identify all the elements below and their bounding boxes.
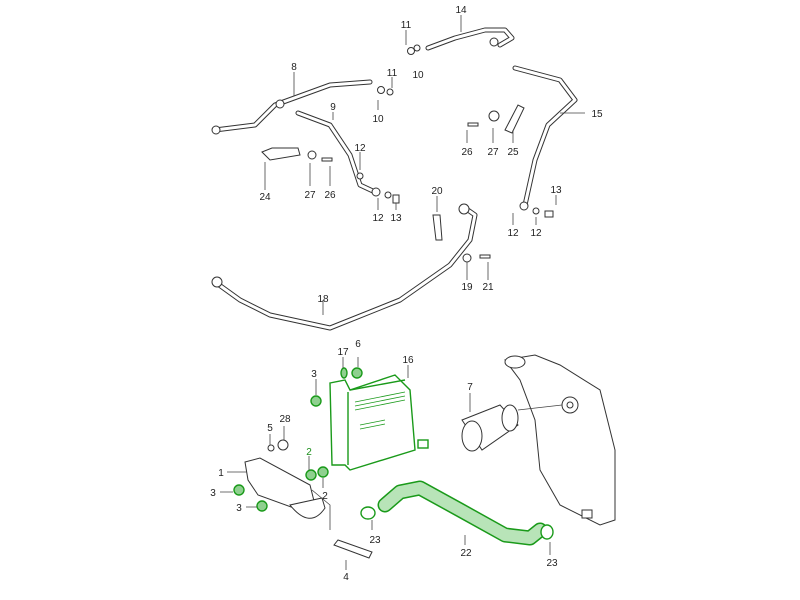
callout-2: 2 [322,491,328,502]
callout-17: 17 [337,347,349,358]
callout-15: 15 [591,109,603,120]
line-18 [211,203,478,331]
callout-11: 11 [387,68,398,79]
callout-3: 3 [311,369,317,380]
oil-cooler-16 [329,374,429,471]
callout-12: 12 [372,213,384,224]
line-9 [295,110,378,195]
callout-7: 7 [467,382,473,393]
filter-console-1 [244,439,331,530]
callout-25: 25 [507,147,519,158]
callout-6: 6 [355,339,361,350]
callout-13: 13 [550,185,562,196]
callout-9: 9 [330,102,336,113]
callout-10: 10 [372,114,384,125]
callout-5: 5 [267,423,273,434]
callout-12: 12 [507,228,519,239]
callout-8: 8 [291,62,297,73]
fittings [261,44,554,263]
callout-27: 27 [487,147,499,158]
callout-22: 22 [460,548,472,559]
line-15 [512,65,578,211]
hose-22 [360,480,554,546]
callout-18: 18 [317,294,329,305]
callout-12: 12 [354,143,366,154]
callout-20: 20 [431,186,443,197]
callout-11: 11 [401,20,412,31]
callout-21: 21 [482,282,494,293]
callout-26: 26 [461,147,473,158]
callout-4: 4 [343,572,349,583]
seals-highlighted [233,367,363,512]
callout-23: 23 [369,535,381,546]
callout-26: 26 [324,190,336,201]
callout-16: 16 [402,355,414,366]
callouts: 14 11 10 11 10 8 9 12 12 13 24 27 26 15 … [210,5,603,583]
callout-12: 12 [530,228,542,239]
callout-1: 1 [218,468,224,479]
callout-28: 28 [279,414,291,425]
callout-19: 19 [461,282,473,293]
hose-14 [425,27,515,51]
callout-2: 2 [306,447,312,458]
callout-3: 3 [236,503,242,514]
line-8 [211,79,373,135]
callout-10: 10 [412,70,424,81]
oil-filter-7 [461,404,519,452]
pipe-4 [333,539,373,559]
callout-14: 14 [455,5,467,16]
callout-27: 27 [304,190,316,201]
callout-13: 13 [390,213,402,224]
leader-lines [220,15,585,570]
oil-tank [504,354,616,526]
callout-3: 3 [210,488,216,499]
callout-24: 24 [259,192,271,203]
callout-23: 23 [546,558,558,569]
